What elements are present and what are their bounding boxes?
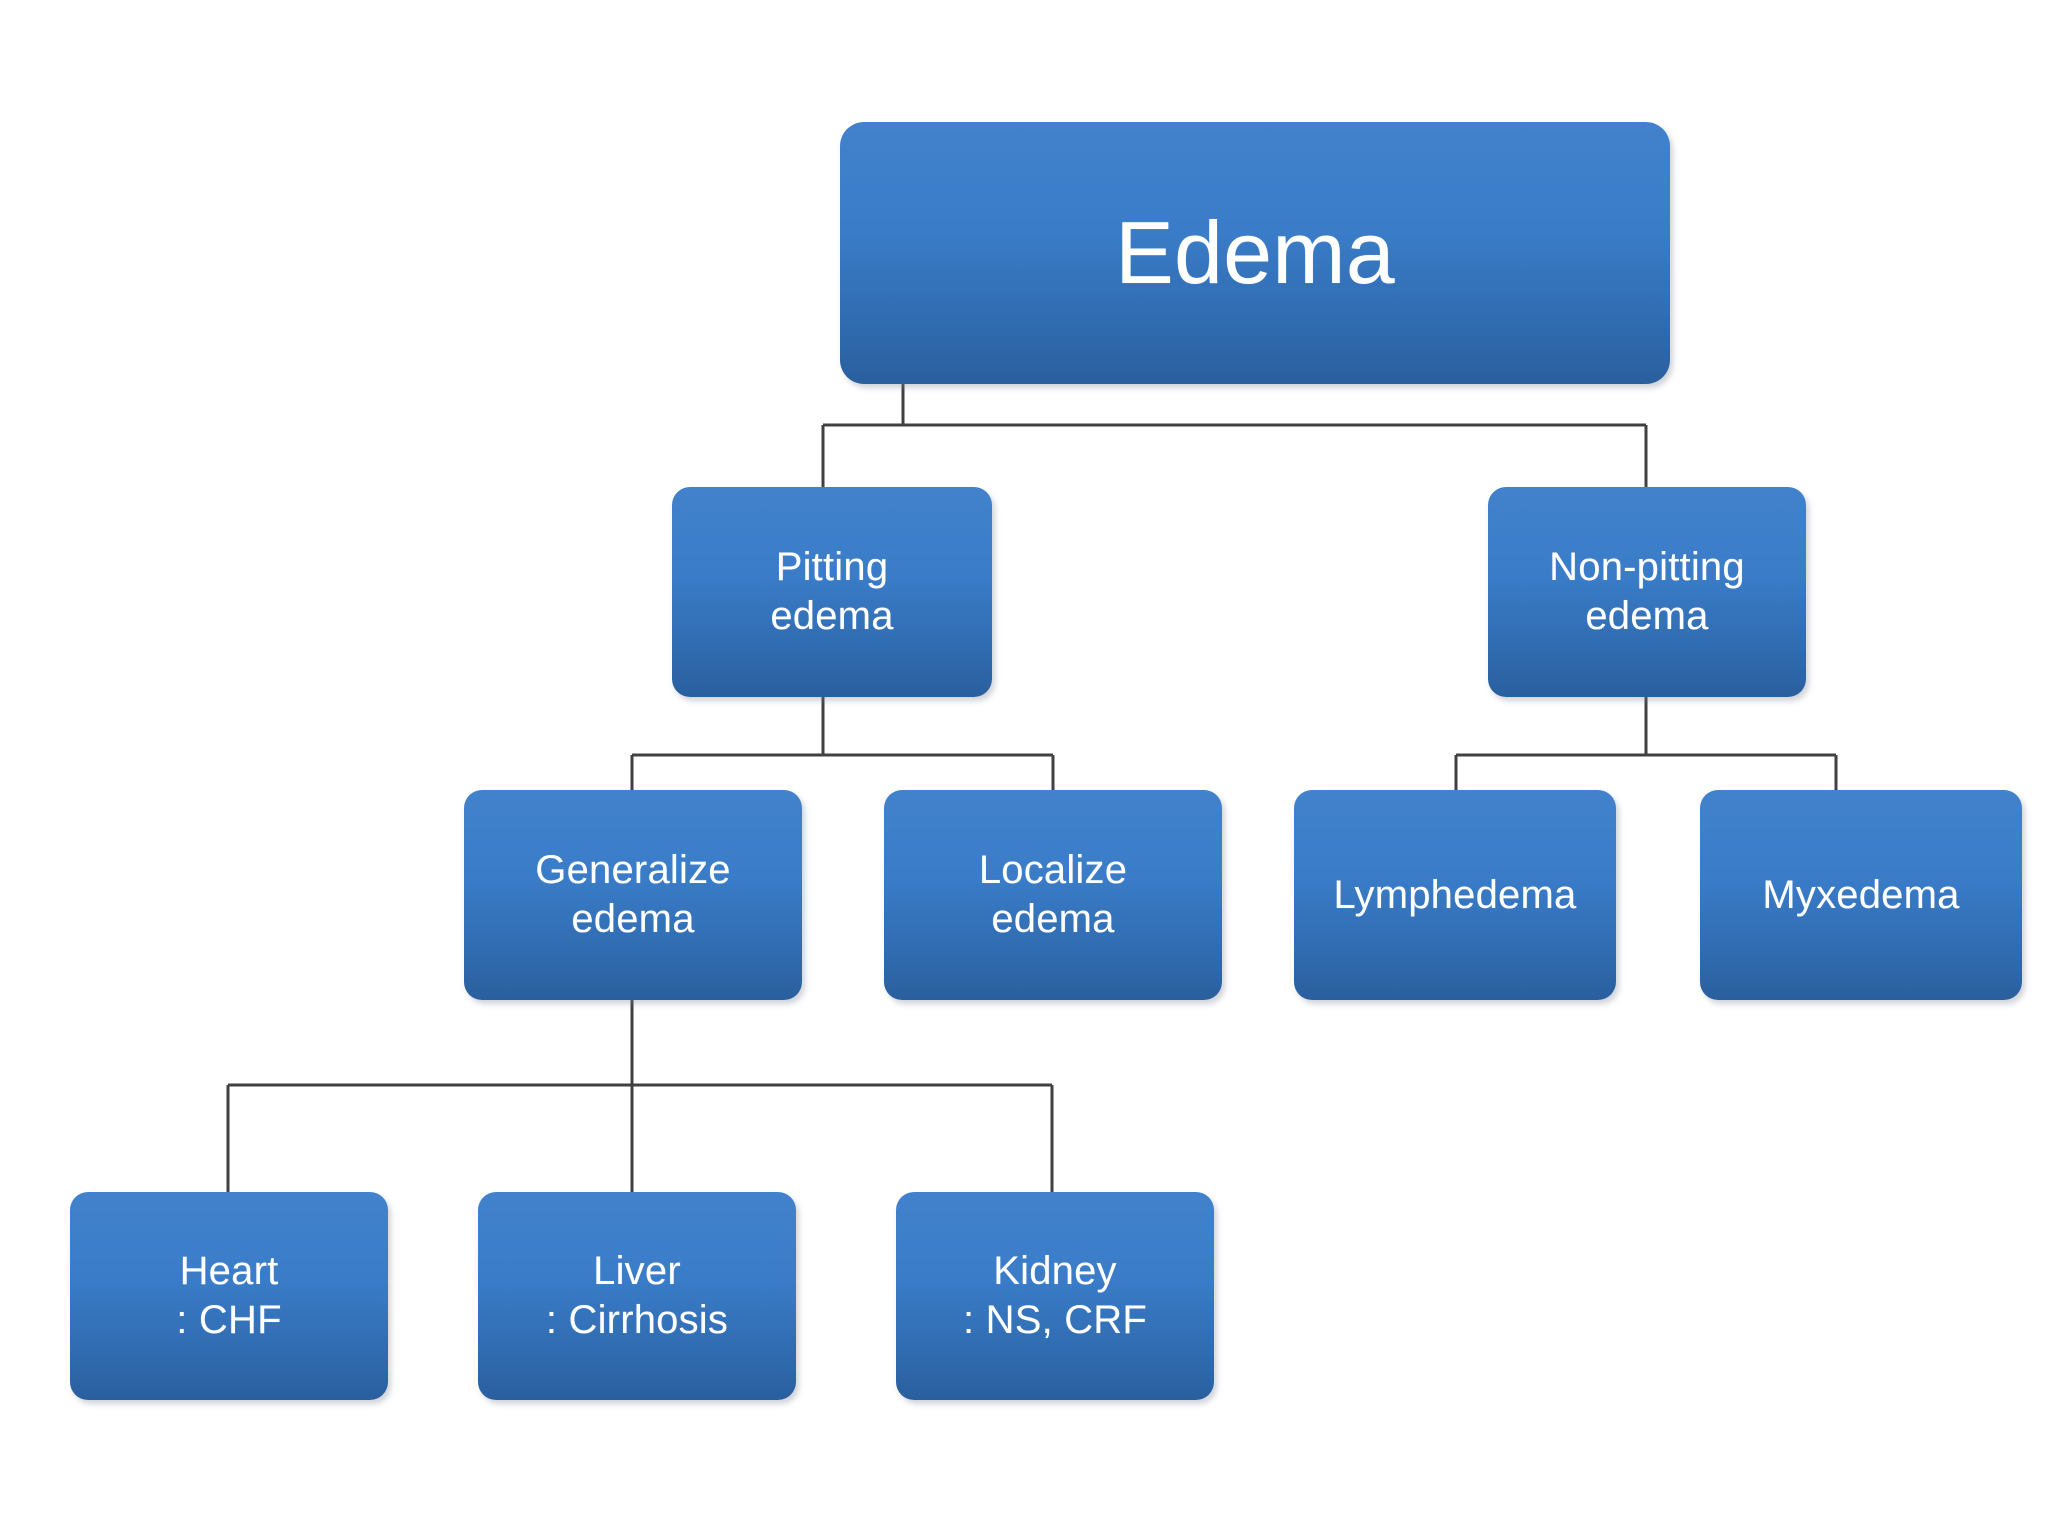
node-generalize-edema[interactable]: Generalize edema [464, 790, 802, 1000]
node-pitting-edema[interactable]: Pitting edema [672, 487, 992, 697]
node-liver-cirrhosis[interactable]: Liver : Cirrhosis [478, 1192, 796, 1400]
node-myxedema[interactable]: Myxedema [1700, 790, 2022, 1000]
node-kidney-ns-crf[interactable]: Kidney : NS, CRF [896, 1192, 1214, 1400]
node-edema[interactable]: Edema [840, 122, 1670, 384]
node-lymphedema[interactable]: Lymphedema [1294, 790, 1616, 1000]
node-non-pitting-edema[interactable]: Non-pitting edema [1488, 487, 1806, 697]
node-localize-edema[interactable]: Localize edema [884, 790, 1222, 1000]
node-heart-chf[interactable]: Heart : CHF [70, 1192, 388, 1400]
